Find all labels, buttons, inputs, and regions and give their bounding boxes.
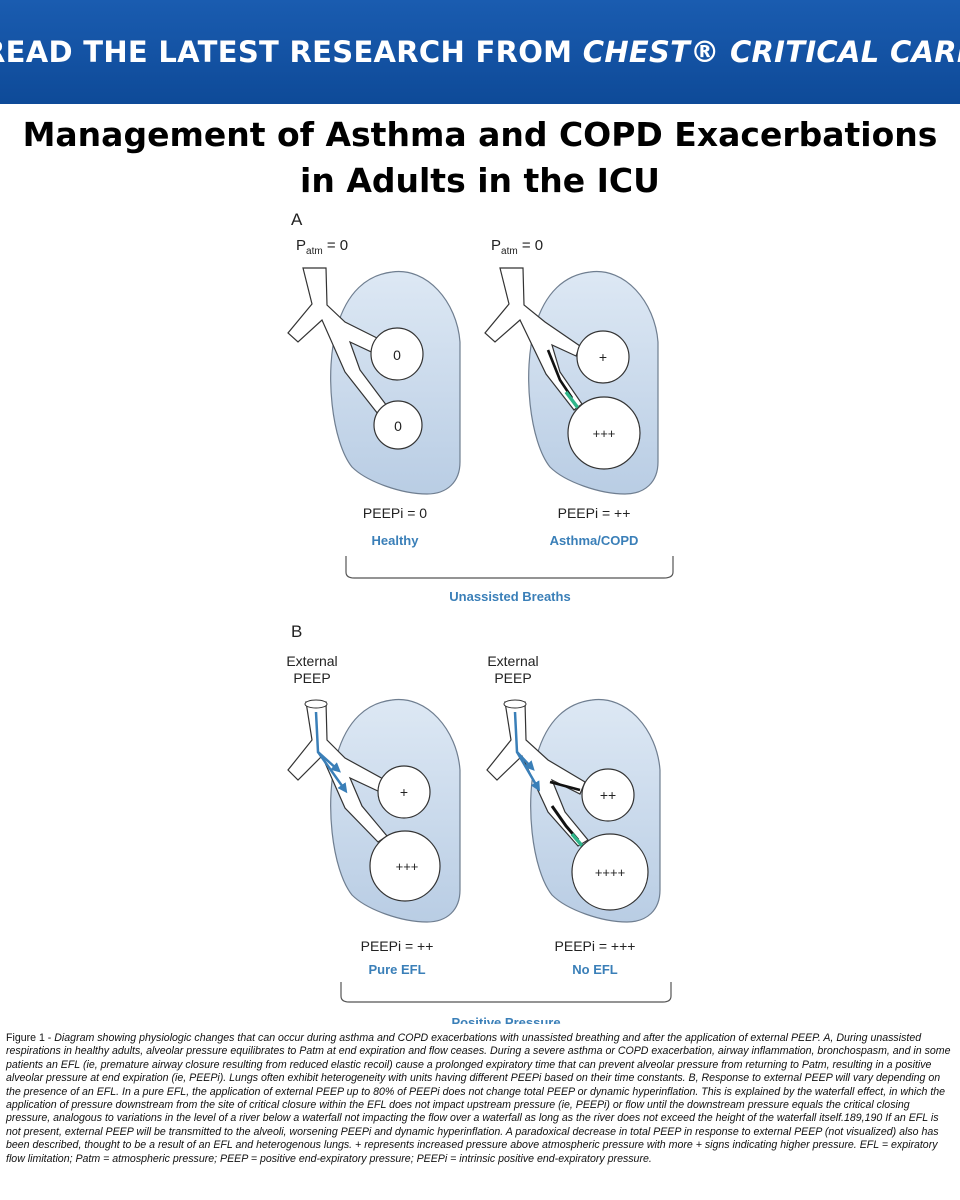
peepi-copd: PEEPi = ++: [558, 505, 631, 521]
alveolus-copd-top-label: +: [599, 349, 607, 365]
figure-caption: Figure 1 - Diagram showing physiologic c…: [6, 1032, 956, 1166]
external-peep-left-2: PEEP: [293, 670, 330, 686]
alveolus-copd-bottom-label: +++: [593, 426, 616, 441]
alveolus-copd-bottom: [567, 396, 641, 470]
title-line-2: in Adults in the ICU: [300, 161, 660, 200]
panel-b-letter: B: [291, 622, 302, 641]
alveolus-healthy-top-label: 0: [393, 347, 401, 363]
title-line-1: Management of Asthma and COPD Exacerbati…: [22, 115, 938, 154]
page-title: Management of Asthma and COPD Exacerbati…: [0, 112, 960, 204]
external-peep-left-1: External: [286, 653, 337, 669]
airway-no-efl: [486, 701, 589, 847]
banner-journal: CHEST® CRITICAL CARE: [582, 35, 960, 69]
panel-b-no-efl: External PEEP ++ ++++ PEEPi = +++ No EFL: [486, 653, 661, 977]
caption-prefix: Figure 1 -: [6, 1032, 55, 1044]
panel-a-copd: Patm = 0 + +++ PEEPi = ++ Asthma/COPD: [484, 237, 659, 548]
alveolus-healthy-top: [370, 327, 424, 381]
panel-b-pure-efl: External PEEP + +++ PEEPi = ++ Pure EFL: [286, 653, 461, 977]
alveolus-noefl-top-label: ++: [600, 787, 616, 803]
flow-arrow-pure-2: [316, 751, 348, 794]
label-healthy: Healthy: [372, 533, 420, 548]
peepi-no-efl: PEEPi = +++: [555, 938, 636, 954]
external-peep-right-1: External: [487, 653, 538, 669]
alveolus-copd-top: [576, 330, 630, 384]
alveolus-healthy-bottom: [373, 400, 423, 450]
figure-diagram: A Patm = 0 0 0 PEEPi = 0 Healthy Patm = …: [286, 210, 674, 1024]
header-banner: READ THE LATEST RESEARCH FROM CHEST® CRI…: [0, 0, 960, 104]
lung-healthy: [330, 270, 461, 495]
patm-label-left: Patm = 0: [296, 237, 348, 257]
bracket-positive-pressure: [340, 982, 672, 1003]
alveolus-noefl-top: [581, 768, 635, 822]
alveolus-pure-bottom-label: +++: [396, 859, 419, 874]
label-unassisted-breaths: Unassisted Breaths: [449, 589, 570, 604]
alveolus-noefl-bottom-label: ++++: [595, 865, 625, 880]
alveolus-healthy-bottom-label: 0: [394, 418, 402, 434]
alveolus-pure-top: [377, 765, 431, 819]
bracket-unassisted: [345, 556, 674, 579]
flow-arrow-noefl-2: [515, 751, 541, 792]
patm-label-right: Patm = 0: [491, 237, 543, 257]
label-pure-efl: Pure EFL: [368, 962, 425, 977]
panel-a-letter: A: [291, 210, 303, 229]
alveolus-pure-bottom: [369, 830, 441, 902]
caption-body: Diagram showing physiologic changes that…: [6, 1032, 951, 1165]
obstruction-noefl-1: [549, 780, 581, 792]
banner-prefix: READ THE LATEST RESEARCH FROM: [0, 35, 583, 69]
critical-closure-copd: [564, 390, 580, 410]
peepi-pure-efl: PEEPi = ++: [361, 938, 434, 954]
alveolus-noefl-bottom: [571, 833, 649, 911]
label-no-efl: No EFL: [572, 962, 618, 977]
panel-a-healthy: Patm = 0 0 0 PEEPi = 0 Healthy: [287, 237, 461, 548]
label-positive-pressure: Positive Pressure: [451, 1015, 560, 1024]
external-peep-right-2: PEEP: [494, 670, 531, 686]
airway-healthy: [287, 267, 388, 415]
alveolus-pure-top-label: +: [400, 784, 408, 800]
banner-text: READ THE LATEST RESEARCH FROM CHEST® CRI…: [0, 35, 960, 69]
airway-opening-left: [304, 699, 328, 709]
peepi-healthy: PEEPi = 0: [363, 505, 427, 521]
label-copd: Asthma/COPD: [550, 533, 639, 548]
airway-opening-right: [503, 699, 527, 709]
